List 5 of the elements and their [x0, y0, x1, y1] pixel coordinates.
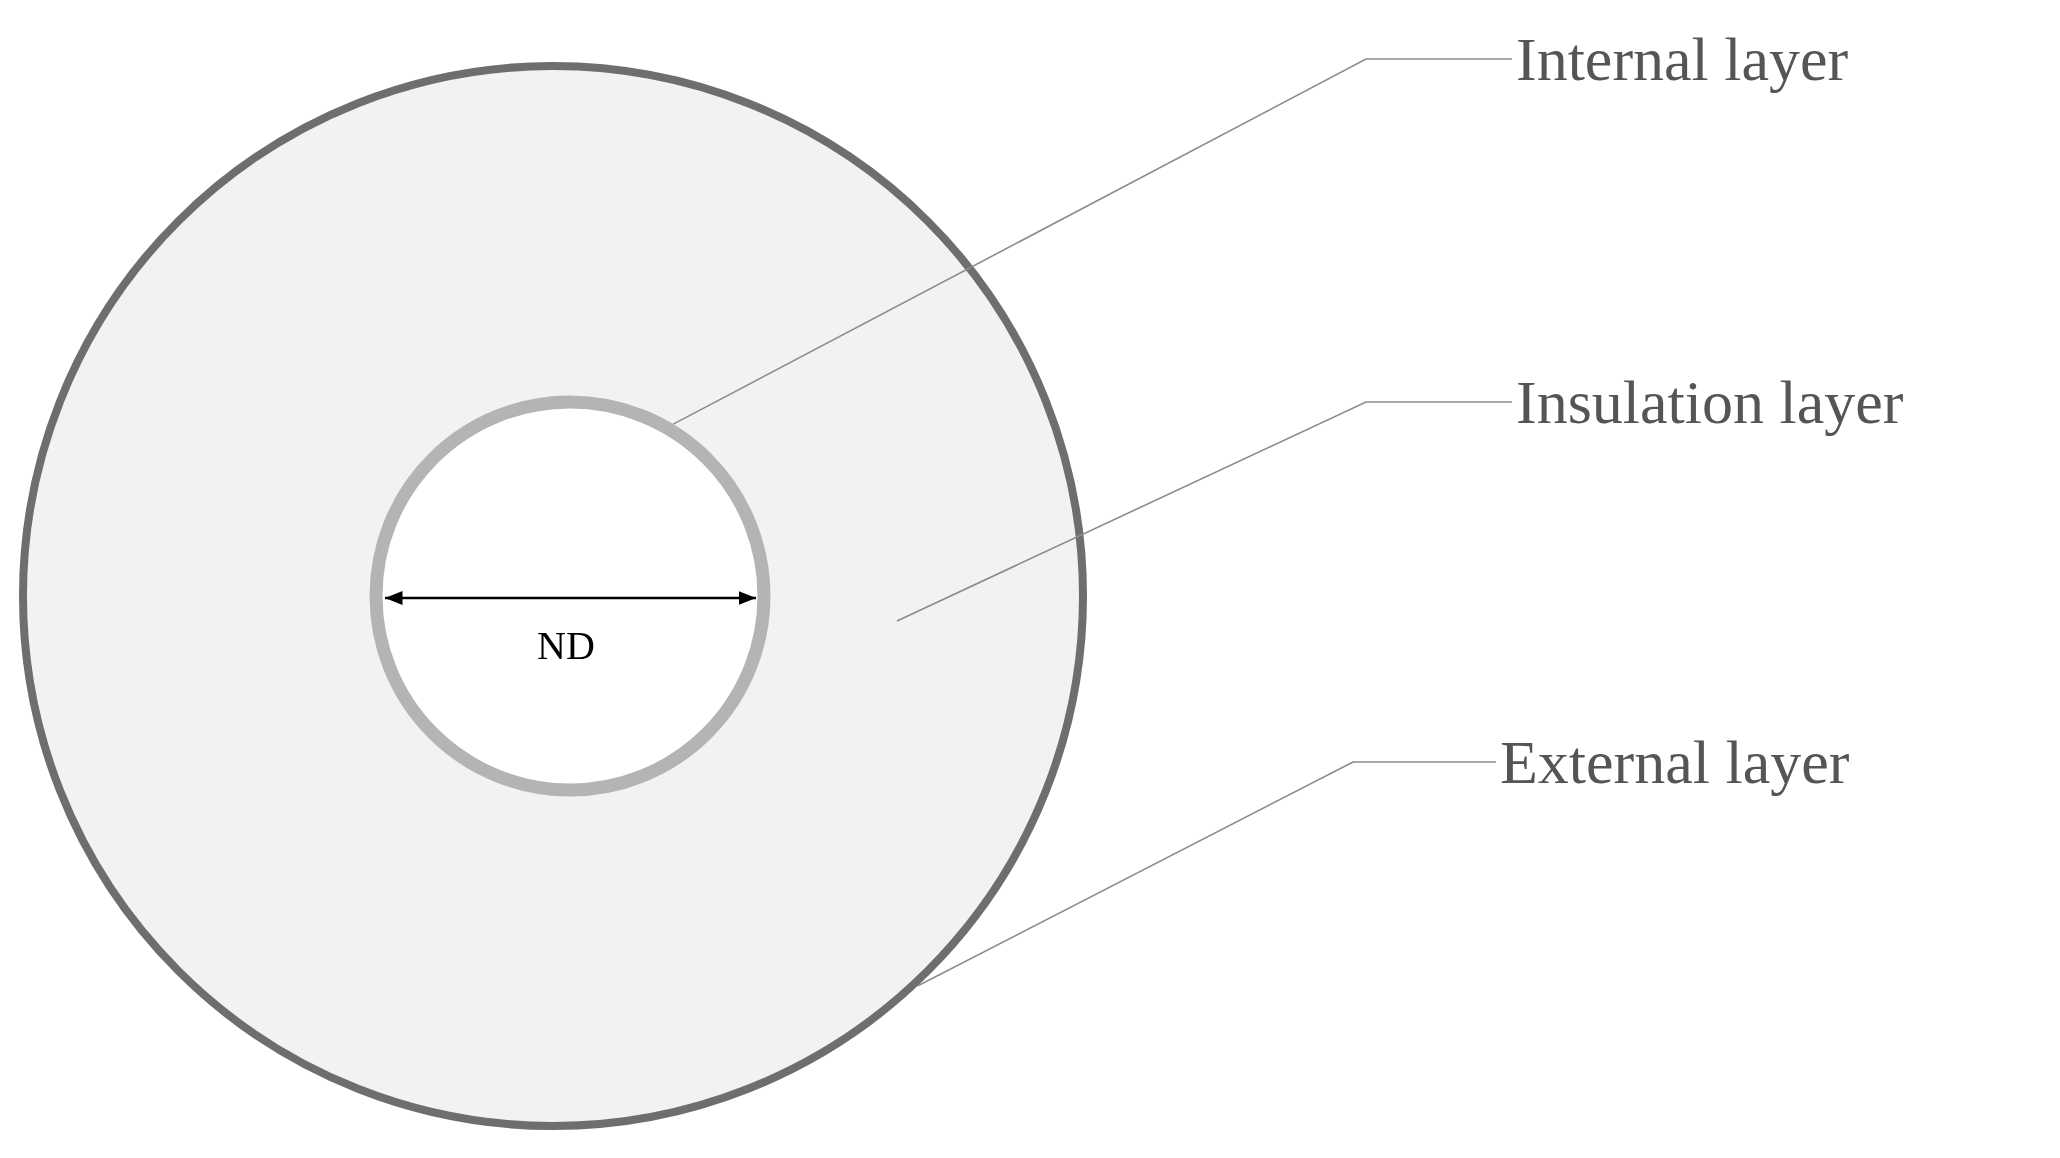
- inner-pipe-ring: [369, 395, 771, 797]
- leader-line: [896, 401, 1513, 622]
- leader-line: [672, 58, 1513, 425]
- dimension-label: ND: [537, 626, 595, 666]
- leader-line: [917, 761, 1497, 987]
